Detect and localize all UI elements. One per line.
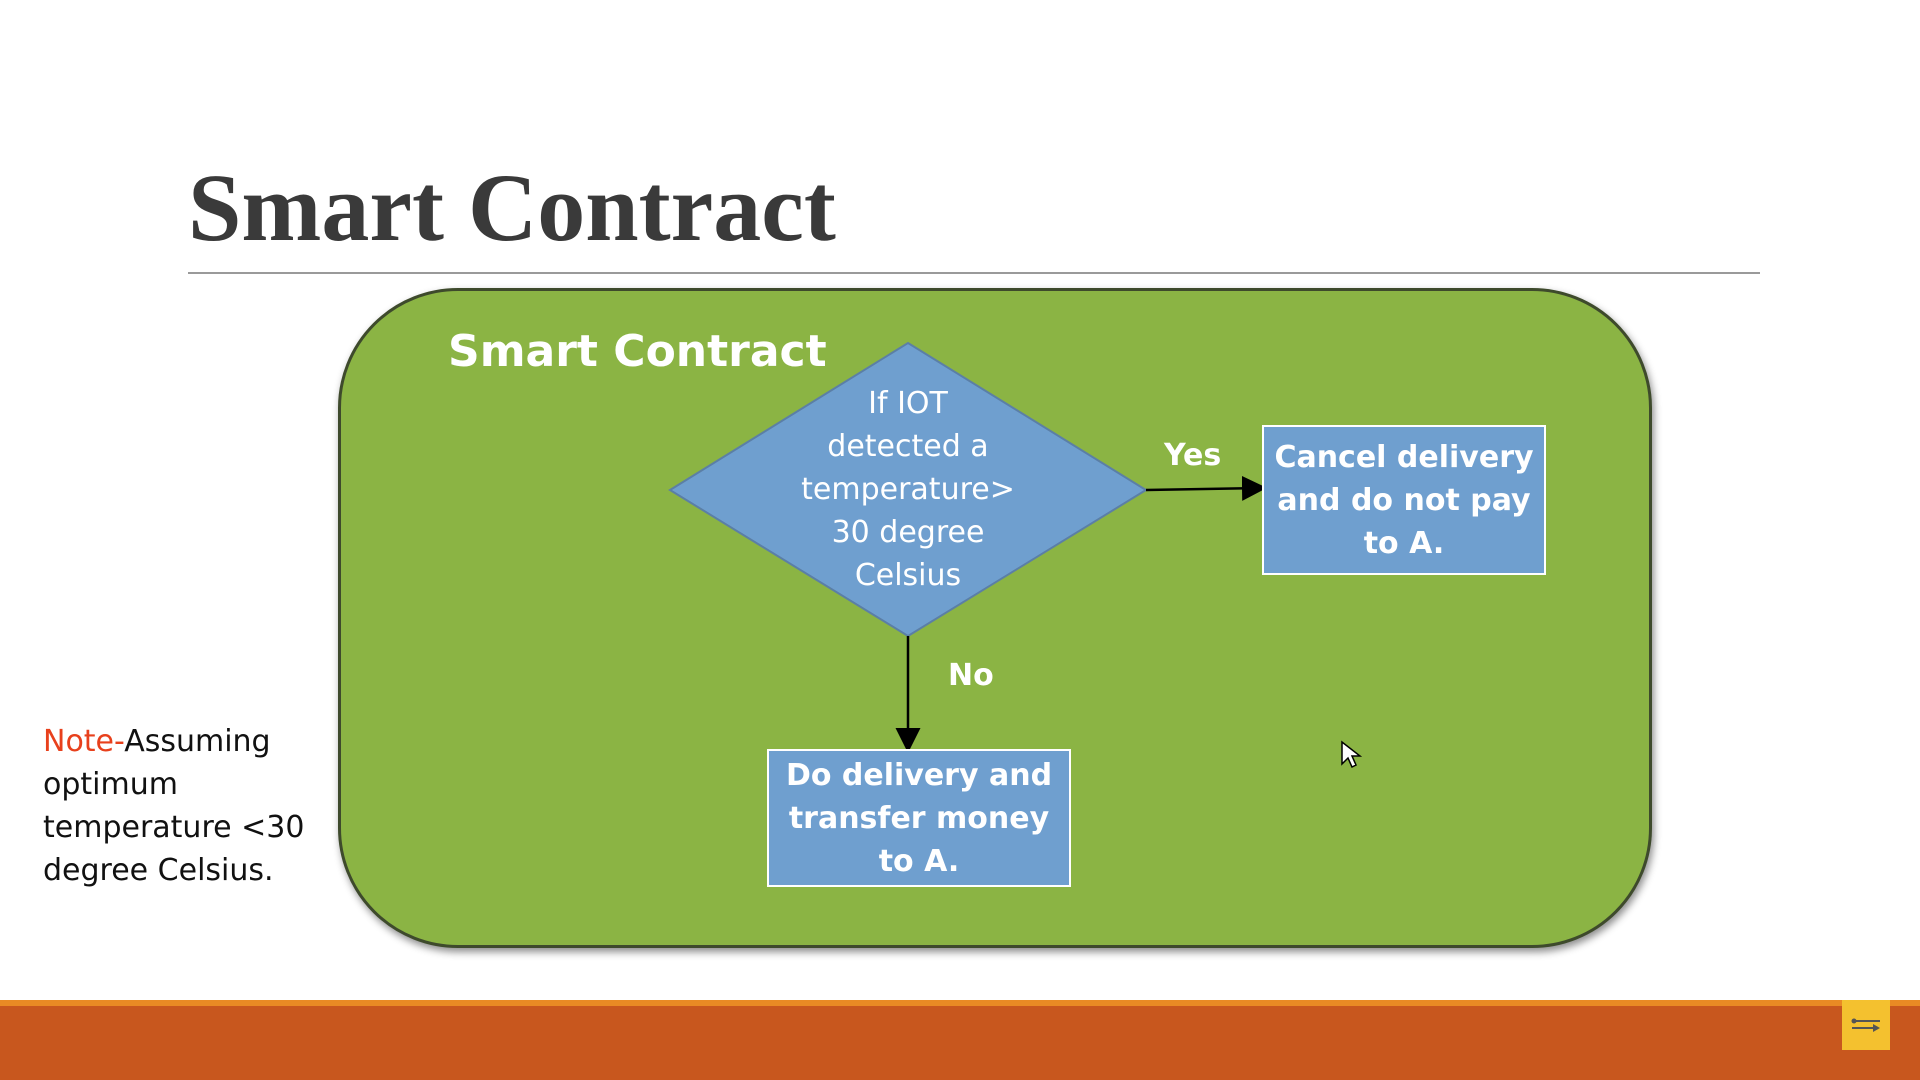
yes-arrow bbox=[1145, 475, 1267, 501]
yes-action-text: Cancel delivery and do not pay to A. bbox=[1274, 439, 1534, 561]
note-text: Assuming optimum temperature <30 degree … bbox=[43, 724, 305, 888]
pen-tool-icon[interactable] bbox=[1842, 1000, 1890, 1050]
no-action-box bbox=[767, 749, 1071, 887]
no-label: No bbox=[948, 658, 994, 693]
mouse-pointer-icon bbox=[1341, 740, 1362, 769]
title-divider bbox=[188, 272, 1760, 274]
panel-title: Smart Contract bbox=[448, 326, 827, 377]
note-prefix: Note- bbox=[43, 724, 125, 759]
note: Note-Assuming optimum temperature <30 de… bbox=[43, 720, 313, 892]
yes-label: Yes bbox=[1164, 438, 1222, 473]
yes-action-box bbox=[1262, 425, 1546, 575]
decision-text: If IOT detected a temperature> 30 degree… bbox=[801, 386, 1015, 593]
footer-bar bbox=[0, 1000, 1920, 1080]
no-action-text: Do delivery and transfer money to A. bbox=[785, 757, 1053, 879]
slide-title: Smart Contract bbox=[188, 154, 836, 261]
